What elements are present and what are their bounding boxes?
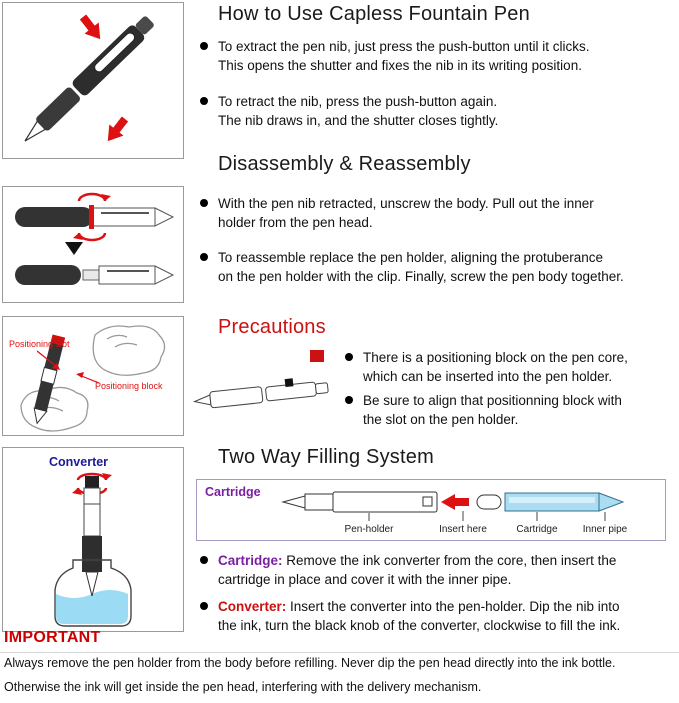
ink	[56, 590, 128, 624]
push-button	[135, 16, 154, 35]
bullet-positioning-block: There is a positioning block on the pen …	[345, 348, 663, 386]
rotate-arrow-icon	[77, 232, 107, 242]
divider	[0, 652, 679, 653]
bullet-icon	[200, 556, 208, 564]
pen-core-diagram	[192, 350, 329, 409]
pipe-end	[476, 494, 502, 510]
positioning-block-label: Positioning block	[95, 381, 163, 391]
pen-clip	[94, 32, 136, 73]
down-arrow-icon	[65, 242, 83, 255]
important-title: IMPORTANT	[4, 629, 101, 646]
nib	[281, 495, 306, 509]
pen-press-diagram	[24, 14, 154, 142]
ink-bottle	[54, 559, 132, 627]
inner-pipe-tip	[598, 492, 625, 512]
section-title-disassembly: Disassembly & Reassembly	[218, 153, 471, 175]
bullet-converter: Converter: Insert the converter into the…	[200, 597, 662, 635]
bullet-cartridge: Cartridge: Remove the ink converter from…	[200, 551, 662, 589]
pen-unscrewed	[15, 265, 175, 285]
illustration-converter: Converter	[2, 447, 184, 632]
positioning-slot-label: Positioning slot	[9, 339, 70, 349]
bullet-icon	[200, 253, 208, 261]
hand-bottom	[20, 386, 89, 432]
cartridge-diagram: Cartridge Pen-holder Insert here Cartrid…	[205, 485, 628, 535]
pen-in-bottle	[82, 476, 102, 597]
section-title-precautions: Precautions	[218, 316, 326, 338]
converter-label: Converter:	[218, 599, 287, 614]
converter-diagram: Converter	[49, 455, 132, 627]
bullet-text: There is a positioning block on the pen …	[363, 350, 628, 385]
bullet-text: Cartridge: Remove the ink converter from…	[218, 553, 617, 588]
label-pen-holder: Pen-holder	[345, 524, 395, 535]
cartridge-diagram-box: Cartridge Pen-holder Insert here Cartrid…	[196, 479, 666, 541]
bullet-text: To retract the nib, press the push-butto…	[218, 94, 499, 129]
label-inner-pipe: Inner pipe	[583, 524, 628, 535]
label-cartridge: Cartridge	[516, 524, 558, 535]
cartridge-label: Cartridge:	[218, 553, 283, 568]
red-pointer-icon	[76, 372, 84, 378]
red-arrow-icon	[107, 116, 129, 142]
label-insert-here: Insert here	[439, 524, 487, 535]
illustration-disassembly	[2, 186, 184, 303]
pen-unscrew-diagram	[15, 192, 175, 285]
positioning-diagram: Positioning slot Positioning block	[9, 325, 166, 432]
red-pointer-icon	[52, 363, 60, 370]
bullet-unscrew: With the pen nib retracted, unscrew the …	[200, 194, 662, 232]
insert-arrow-icon	[441, 494, 469, 510]
bullet-icon	[200, 42, 208, 50]
important-line-2: Otherwise the ink will get inside the pe…	[4, 680, 482, 694]
positioning-block-mark	[284, 378, 294, 388]
bullet-retract-nib: To retract the nib, press the push-butto…	[200, 92, 662, 130]
bullet-align-block: Be sure to align that positionning block…	[345, 391, 663, 429]
important-line-1: Always remove the pen holder from the bo…	[4, 656, 616, 670]
pen-vertical	[33, 334, 66, 425]
bullet-icon	[200, 602, 208, 610]
section-title-how-to-use: How to Use Capless Fountain Pen	[218, 3, 530, 25]
illustration-push-button	[2, 2, 184, 159]
bullet-text: To reassemble replace the pen holder, al…	[218, 250, 624, 285]
hand-top	[92, 325, 166, 376]
cartridge-heading: Cartridge	[205, 485, 261, 499]
bullet-text: To extract the pen nib, just press the p…	[218, 39, 590, 74]
red-arrow-icon	[79, 14, 101, 40]
pen-holder-part	[332, 491, 438, 513]
bullet-extract-nib: To extract the pen nib, just press the p…	[200, 37, 662, 75]
converter-label: Converter	[49, 455, 108, 469]
rotate-arrow-icon	[77, 192, 107, 202]
red-marker-icon	[310, 350, 324, 362]
section-title-two-way: Two Way Filling System	[218, 446, 434, 468]
pen-grip	[36, 87, 80, 131]
holder-and-core	[192, 378, 329, 409]
bullet-icon	[200, 97, 208, 105]
bullet-icon	[345, 396, 353, 404]
bullet-text: Converter: Insert the converter into the…	[218, 599, 621, 634]
illustration-positioning: Positioning slot Positioning block	[2, 316, 184, 436]
illustration-pen-core	[192, 348, 342, 435]
bullet-text: Be sure to align that positionning block…	[363, 393, 622, 428]
bullet-icon	[345, 353, 353, 361]
bullet-reassemble: To reassemble replace the pen holder, al…	[200, 248, 662, 286]
pen-assembled	[15, 192, 175, 242]
bullet-icon	[200, 199, 208, 207]
bullet-text: With the pen nib retracted, unscrew the …	[218, 196, 594, 231]
